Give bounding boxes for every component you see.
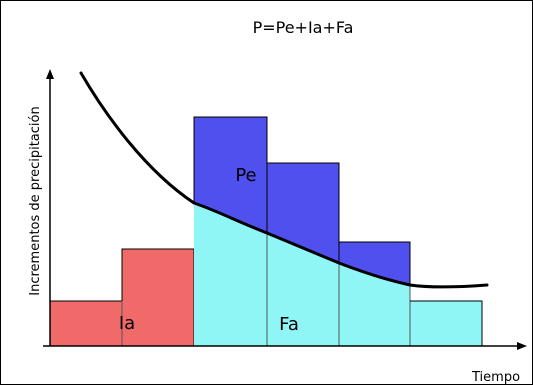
- axes: [43, 69, 527, 350]
- x-axis-label: Tiempo: [471, 370, 520, 385]
- fa-outline: [410, 300, 483, 346]
- fa-region: [194, 203, 483, 346]
- formula-title: P=Pe+Ia+Fa: [253, 18, 354, 37]
- ia-label: Ia: [119, 313, 135, 334]
- arrow-right-icon: [517, 342, 527, 350]
- pe-label: Pe: [235, 165, 256, 186]
- infiltration-curve: [79, 71, 489, 289]
- arrow-up-icon: [46, 69, 54, 79]
- y-axis-label: Incrementos de precipitación: [28, 106, 43, 295]
- fa-label: Fa: [279, 314, 299, 335]
